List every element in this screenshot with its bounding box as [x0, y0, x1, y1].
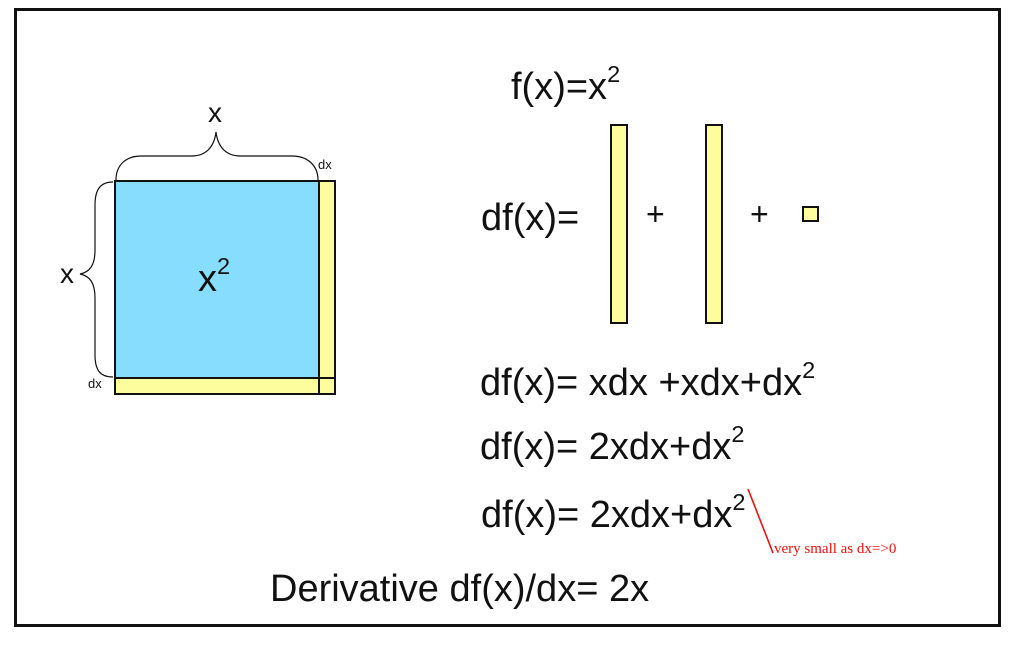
- area-label: x2: [198, 253, 231, 300]
- square-x-squared: [114, 180, 320, 379]
- df-label: df(x)=: [481, 197, 580, 239]
- dx-left-label: dx: [88, 376, 102, 391]
- left-brace: [79, 181, 114, 378]
- equation-line-2: df(x)= 2xdx+dx2: [480, 421, 745, 468]
- equation-line-3: df(x)= 2xdx+dx2: [481, 489, 746, 536]
- red-cross-line: [747, 488, 774, 554]
- derivative-result: Derivative df(x)/dx= 2x: [270, 568, 650, 610]
- corner-dx-square: [318, 377, 336, 395]
- small-square: [802, 206, 819, 222]
- tall-strip-2: [705, 124, 723, 324]
- bottom-dx-strip: [114, 377, 320, 395]
- top-brace: [115, 131, 319, 181]
- right-dx-strip: [318, 180, 336, 379]
- left-side-label: x: [60, 258, 74, 289]
- plus-sign-2: +: [750, 196, 769, 232]
- function-definition: f(x)=x2: [511, 61, 621, 108]
- equation-line-1: df(x)= xdx +xdx+dx2: [480, 357, 816, 404]
- top-side-label: x: [208, 97, 222, 128]
- tall-strip-1: [610, 124, 628, 324]
- annotation-very-small: very small as dx=>0: [774, 541, 897, 557]
- plus-sign-1: +: [646, 196, 665, 232]
- outer-frame: [14, 8, 1001, 627]
- dx-top-label: dx: [318, 157, 332, 172]
